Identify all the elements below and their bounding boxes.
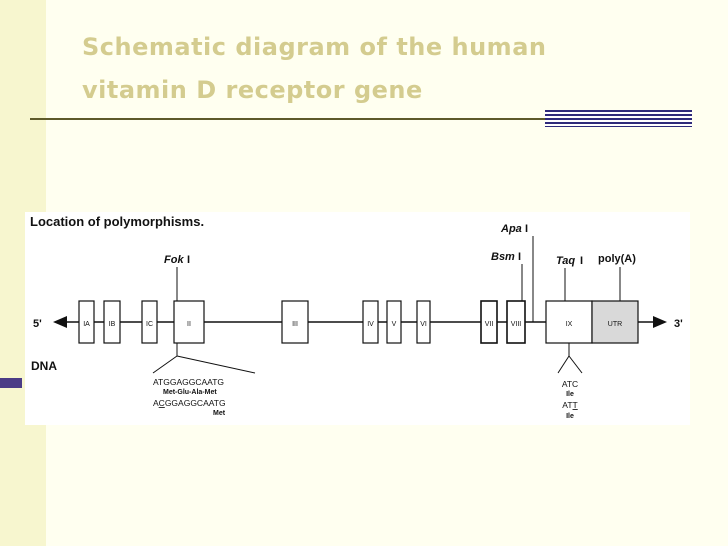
strand-right-arrowhead (653, 316, 667, 328)
svg-text:I: I (187, 254, 190, 266)
svg-text:VII: VII (485, 321, 494, 328)
svg-text:Taq: Taq (556, 255, 575, 267)
svg-text:I: I (518, 251, 521, 263)
svg-text:Met-Glu-Ala-Met: Met-Glu-Ala-Met (163, 389, 217, 396)
svg-text:UTR: UTR (608, 321, 622, 328)
svg-text:ATT: ATT (562, 400, 577, 410)
foki-variant-2: ACGGAGGCAATG Met (153, 398, 226, 417)
svg-text:IC: IC (146, 321, 153, 328)
svg-text:Ile: Ile (566, 413, 574, 420)
svg-text:ATGGAGGCAATG: ATGGAGGCAATG (153, 377, 224, 387)
slide-title-line-2: vitamin D receptor gene (82, 76, 423, 104)
gene-diagram-svg: Location of polymorphisms. 5' 3' DNA IA … (30, 214, 683, 420)
taqi-pointer-right (568, 355, 583, 374)
svg-text:I: I (525, 223, 528, 235)
dna-label: DNA (31, 359, 57, 373)
strand-5-prime-label: 5' (33, 318, 42, 330)
strand-3-prime-label: 3' (674, 318, 683, 330)
exon-viii: VIII (506, 300, 526, 344)
foki-pointer-right (176, 355, 256, 374)
svg-text:IB: IB (109, 321, 116, 328)
figure-heading: Location of polymorphisms. (30, 214, 204, 229)
title-underline-striped-block (545, 110, 692, 127)
exon-iii: III (281, 300, 309, 344)
taqi-variant-1: ATC Ile (562, 379, 578, 398)
exon-utr: UTR (591, 300, 639, 344)
svg-text:IX: IX (566, 321, 573, 328)
foki-pointer-left (152, 355, 178, 374)
exon-ic: IC (141, 300, 158, 344)
svg-text:IA: IA (83, 321, 90, 328)
svg-text:Ile: Ile (566, 391, 574, 398)
title-underline (30, 118, 692, 120)
svg-text:ACGGAGGCAATG: ACGGAGGCAATG (153, 398, 226, 408)
slide-side-accent (0, 378, 22, 388)
svg-text:V: V (392, 321, 397, 328)
apai-site-label: Apa I (500, 223, 528, 235)
exon-iv: IV (362, 300, 379, 344)
svg-text:IV: IV (367, 321, 374, 328)
slide-title: Schematic diagram of the human vitamin D… (82, 26, 682, 112)
foki-variant-1: ATGGAGGCAATG Met-Glu-Ala-Met (153, 377, 224, 396)
exon-v: V (386, 300, 402, 344)
svg-text:I: I (580, 255, 583, 267)
svg-text:III: III (292, 321, 298, 328)
svg-text:Met: Met (213, 410, 226, 417)
svg-text:Apa: Apa (500, 223, 522, 235)
bsmi-site-label: Bsm I (491, 251, 521, 263)
exon-ix: IX (545, 300, 593, 344)
poly-a-label: poly(A) (598, 253, 636, 265)
svg-text:Bsm: Bsm (491, 251, 515, 263)
exon-ia: IA (78, 300, 95, 344)
taqi-site-label: Taq I (556, 255, 583, 267)
taqi-pointer-left (557, 355, 570, 374)
svg-text:II: II (187, 321, 191, 328)
svg-text:VI: VI (420, 321, 427, 328)
exon-ib: IB (103, 300, 121, 344)
slide-title-line-1: Schematic diagram of the human (82, 33, 547, 61)
exon-vii: VII (480, 300, 498, 344)
svg-text:Fok: Fok (164, 254, 184, 266)
taqi-variant-2: ATT Ile (562, 400, 577, 420)
exon-vi: VI (416, 300, 431, 344)
exon-ii: II (173, 300, 205, 344)
svg-text:ATC: ATC (562, 379, 578, 389)
gene-diagram-figure: Location of polymorphisms. 5' 3' DNA IA … (25, 212, 690, 425)
strand-left-arrowhead (53, 316, 67, 328)
svg-text:VIII: VIII (511, 321, 522, 328)
foki-site-label: Fok I (164, 254, 190, 266)
